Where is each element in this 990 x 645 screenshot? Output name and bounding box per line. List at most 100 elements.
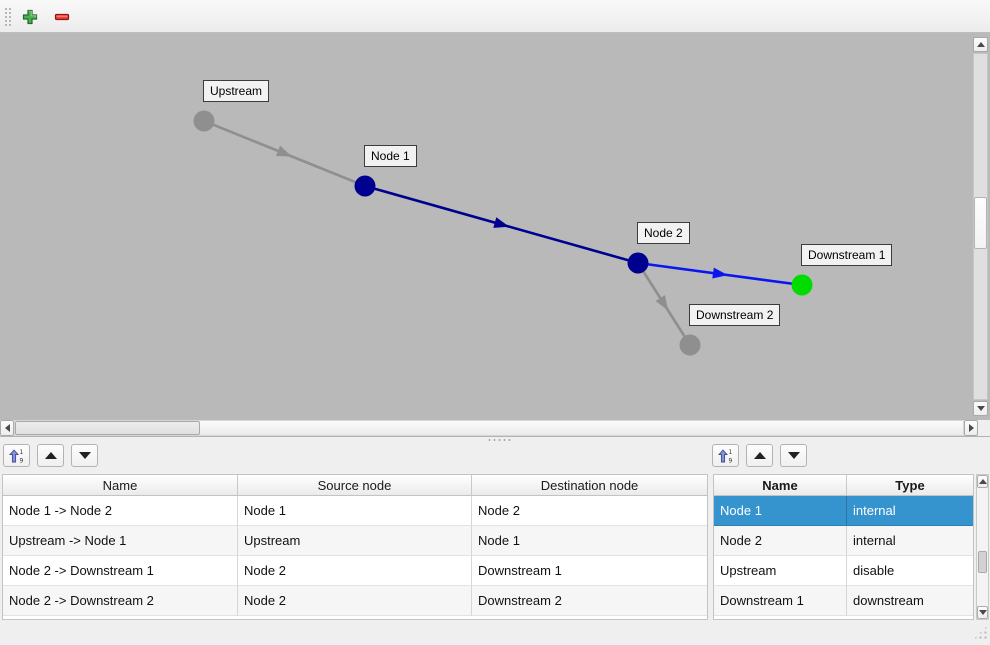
nodes-table-toolbar: 1 9	[712, 444, 807, 468]
add-button[interactable]	[19, 6, 41, 28]
column-header[interactable]: Destination node	[540, 477, 639, 493]
table-cell: Node 2	[714, 526, 847, 556]
triangle-down-icon	[787, 452, 800, 459]
column-header[interactable]: Name	[714, 475, 847, 495]
table-cell: Downstream 1	[472, 556, 707, 586]
sort-button[interactable]: 1 9	[3, 444, 30, 467]
table-cell: internal	[847, 496, 973, 526]
table-cell: Upstream -> Node 1	[3, 526, 238, 556]
triangle-down-icon	[976, 406, 985, 411]
minus-icon	[54, 13, 70, 21]
triangle-left-icon	[4, 424, 10, 432]
table-cell: Downstream 1	[714, 586, 847, 616]
move-down-button[interactable]	[780, 444, 807, 467]
scrollbar-thumb[interactable]	[978, 551, 987, 573]
table-cell: Upstream	[714, 556, 847, 586]
sort-ascending-icon: 1 9	[8, 449, 23, 464]
scroll-left-button[interactable]	[0, 420, 14, 436]
triangle-up-icon	[753, 452, 766, 459]
table-cell: Node 1	[238, 496, 472, 526]
graph-node[interactable]	[354, 175, 376, 197]
scrollbar-track[interactable]	[14, 420, 964, 436]
node-label[interactable]: Node 1	[364, 145, 417, 167]
sort-button[interactable]: 1 9	[712, 444, 739, 467]
table-cell: Node 1	[714, 496, 847, 526]
column-header[interactable]: Source node	[238, 475, 472, 495]
edges-table-toolbar: 1 9	[3, 444, 98, 468]
triangle-right-icon	[968, 424, 974, 432]
table-cell: Node 1	[472, 526, 707, 556]
sort-ascending-icon: 1 9	[717, 449, 732, 464]
edge-arrow-icon	[712, 267, 728, 279]
svg-text:1: 1	[728, 449, 732, 456]
scroll-up-button[interactable]	[973, 37, 988, 52]
table-cell: internal	[847, 526, 973, 556]
svg-text:9: 9	[728, 457, 732, 464]
table-cell: Node 2	[238, 586, 472, 616]
scroll-down-button[interactable]	[977, 606, 988, 619]
move-up-button[interactable]	[746, 444, 773, 467]
table-cell: disable	[847, 556, 973, 586]
main-toolbar	[0, 0, 990, 33]
graph-node[interactable]	[791, 274, 813, 296]
scrollbar-thumb[interactable]	[974, 197, 987, 249]
table-cell: Node 1 -> Node 2	[3, 496, 238, 526]
graph-node[interactable]	[627, 252, 649, 274]
table-cell: Node 2	[472, 496, 707, 526]
edge-arrow-icon	[493, 217, 510, 228]
triangle-down-icon	[978, 610, 987, 615]
canvas-horizontal-scrollbar[interactable]	[0, 420, 978, 436]
graph-node[interactable]	[679, 334, 701, 356]
nodes-table-scrollbar[interactable]	[976, 474, 989, 620]
table-cell: Node 2 -> Downstream 2	[3, 586, 238, 616]
table-header-row: Name Type	[714, 475, 973, 496]
triangle-up-icon	[976, 42, 985, 47]
svg-text:1: 1	[19, 449, 23, 456]
column-header[interactable]: Type	[895, 477, 925, 493]
edge-arrow-icon	[276, 145, 292, 157]
table-cell: Upstream	[238, 526, 472, 556]
triangle-up-icon	[978, 479, 987, 484]
remove-button[interactable]	[51, 6, 73, 28]
table-cell: downstream	[847, 586, 973, 616]
table-cell: Node 2	[238, 556, 472, 586]
column-header[interactable]: Name	[3, 475, 238, 495]
window-resize-grip[interactable]	[973, 625, 988, 640]
edge-arrow-icon	[655, 295, 669, 311]
move-up-button[interactable]	[37, 444, 64, 467]
plus-icon	[22, 9, 38, 25]
node-label[interactable]: Downstream 2	[689, 304, 781, 326]
table-cell: Node 2 -> Downstream 1	[3, 556, 238, 586]
triangle-down-icon	[78, 452, 91, 459]
triangle-up-icon	[44, 452, 57, 459]
scroll-down-button[interactable]	[973, 401, 988, 416]
network-graph	[193, 110, 813, 356]
toolbar-drag-handle[interactable]	[4, 7, 11, 26]
move-down-button[interactable]	[71, 444, 98, 467]
node-label[interactable]: Node 2	[637, 222, 690, 244]
node-label[interactable]: Downstream 1	[801, 244, 893, 266]
scroll-right-button[interactable]	[964, 420, 978, 436]
scroll-up-button[interactable]	[977, 475, 988, 488]
node-label[interactable]: Upstream	[203, 80, 270, 102]
table-cell: Downstream 2	[472, 586, 707, 616]
scrollbar-thumb[interactable]	[15, 421, 200, 435]
graph-node[interactable]	[193, 110, 215, 132]
canvas-vertical-scrollbar[interactable]	[973, 37, 988, 416]
pane-splitter[interactable]	[0, 436, 990, 441]
splitter-grip	[487, 438, 513, 441]
